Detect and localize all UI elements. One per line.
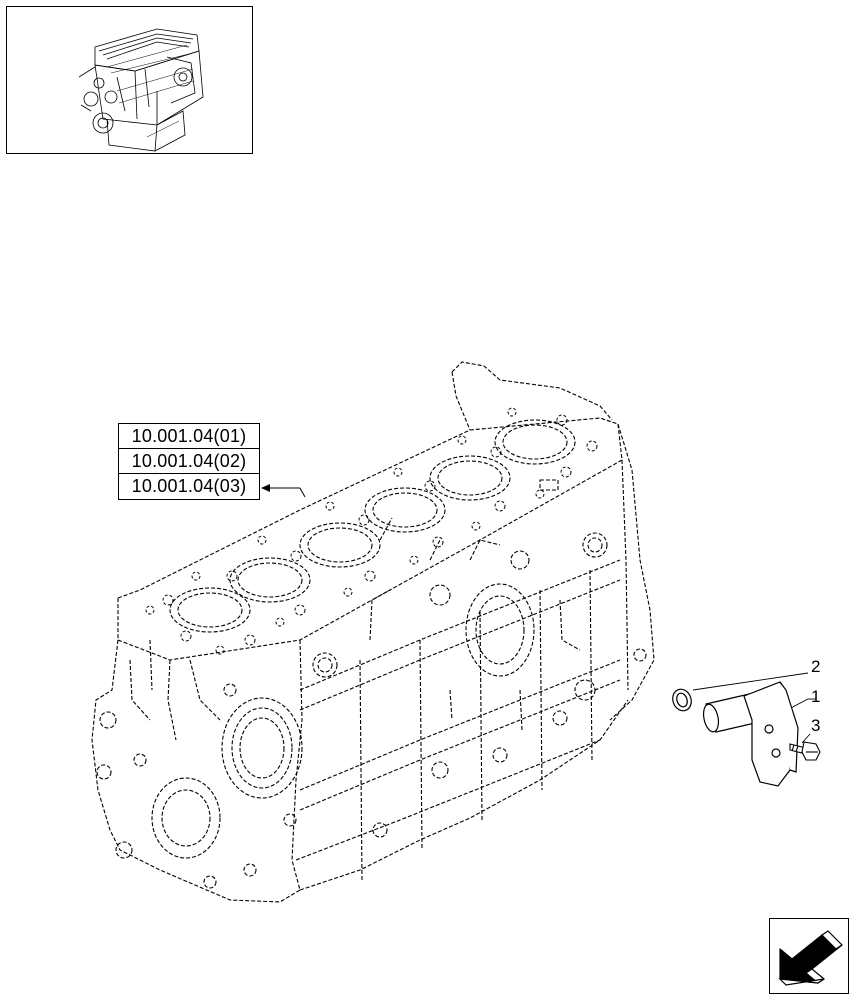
- engine-block: [91, 361, 655, 903]
- front-face-features: [96, 639, 303, 889]
- head-bolt-holes: [145, 407, 598, 655]
- callout-label-3: 3: [811, 716, 821, 735]
- bolt-part: [789, 741, 821, 761]
- reference-table: 10.001.04(01) 10.001.04(02) 10.001.04(03…: [118, 423, 260, 500]
- o-ring-part: [672, 688, 692, 712]
- pipe-flange-part: [702, 681, 799, 787]
- reference-link-01[interactable]: 10.001.04(01): [119, 424, 259, 449]
- back-navigation-button[interactable]: [769, 918, 849, 994]
- callout-label-2: 2: [811, 657, 821, 676]
- engine-thumbnail: [6, 6, 253, 154]
- reference-link-02[interactable]: 10.001.04(02): [119, 449, 259, 474]
- back-arrow-icon: [778, 930, 843, 986]
- callout-label-1: 1: [811, 687, 821, 706]
- reference-link-03[interactable]: 10.001.04(03): [131, 476, 247, 496]
- engine-thumbnail-icon: [78, 28, 204, 152]
- side-features: [312, 479, 647, 838]
- reference-leader-arrow: [261, 484, 306, 498]
- cylinder-bores: [169, 419, 576, 633]
